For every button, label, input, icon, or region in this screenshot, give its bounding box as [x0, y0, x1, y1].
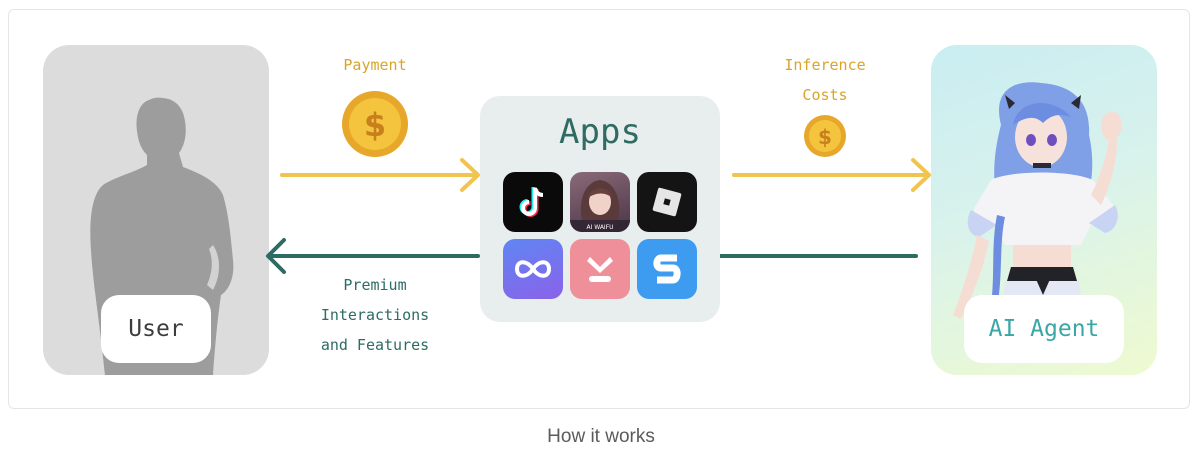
inference-line-2: Costs — [802, 86, 848, 104]
ai-agent-label: AI Agent — [964, 295, 1124, 363]
user-card: User — [43, 45, 269, 375]
premium-features-label: Premium Interactions and Features — [300, 270, 450, 360]
premium-line-1: Premium — [343, 276, 407, 294]
tiktok-app-icon[interactable] — [503, 172, 563, 232]
small-dollar-coin-icon: $ — [804, 115, 846, 157]
roblox-icon — [652, 187, 682, 217]
ai-waifu-app-icon[interactable]: AI WAIFU — [570, 172, 630, 232]
ai-waifu-label: AI WAIFU — [586, 224, 613, 231]
payment-label: Payment — [343, 56, 407, 74]
apps-title: Apps — [559, 112, 641, 152]
tiktok-icon — [519, 187, 544, 217]
inference-line-1: Inference — [784, 56, 866, 74]
infinity-icon — [514, 260, 552, 278]
heart-app-icon[interactable] — [570, 239, 630, 299]
s-app-icon[interactable] — [637, 239, 697, 299]
premium-line-3: and Features — [320, 336, 430, 354]
premium-line-2: Interactions — [320, 306, 430, 324]
apps-box: Apps AI WAIFU — [480, 96, 720, 322]
roblox-app-icon[interactable] — [637, 172, 697, 232]
ai-agent-card: AI Agent — [931, 45, 1157, 375]
large-coin-symbol: $ — [364, 106, 386, 144]
user-label: User — [101, 295, 211, 363]
large-dollar-coin-icon: $ — [342, 91, 408, 157]
infinity-app-icon[interactable] — [503, 239, 563, 299]
inference-costs-label: Inference Costs — [760, 50, 890, 110]
s-letter-icon — [653, 254, 681, 284]
ai-waifu-icon: AI WAIFU — [570, 180, 630, 232]
heart-dash-icon — [587, 257, 613, 282]
figure-caption: How it works — [547, 426, 655, 447]
small-coin-symbol: $ — [818, 125, 832, 149]
